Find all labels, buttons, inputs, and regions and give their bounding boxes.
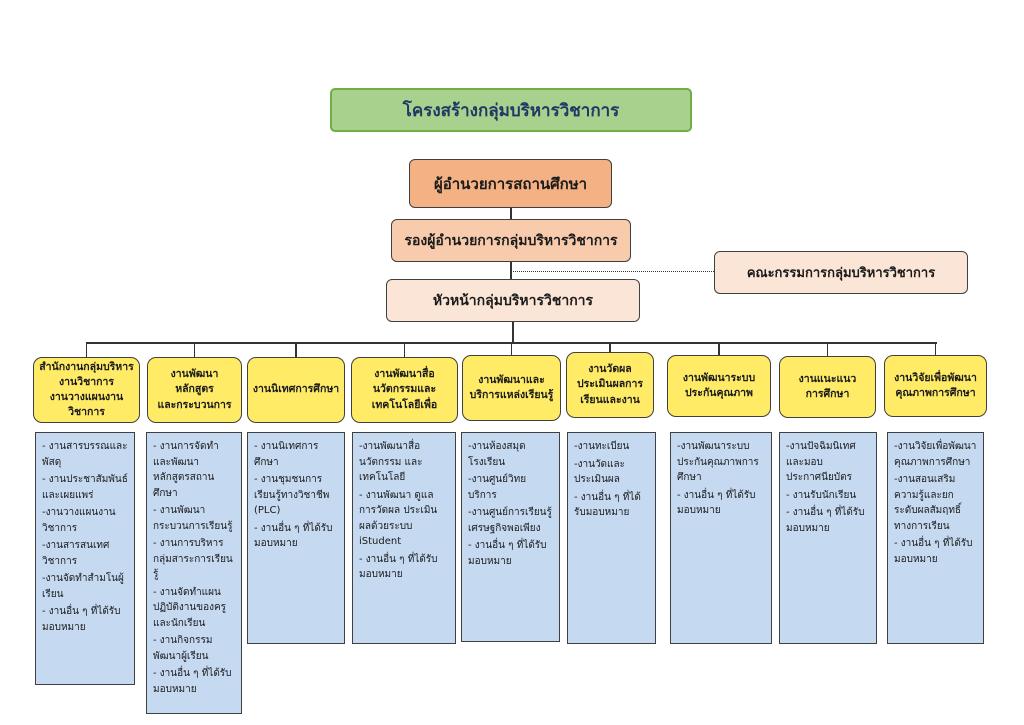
department-box: งานแนะแนว การศึกษา <box>779 356 876 418</box>
duty-item: - งานอื่น ๆ ที่ได้รับมอบหมาย <box>574 491 641 519</box>
deputy-director-box: รองผู้อำนวยการกลุ่มบริหารวิชาการ <box>391 219 631 262</box>
duty-item: - งานการจัดทำและพัฒนาหลักสูตรสถานศึกษา <box>153 441 219 499</box>
department-box: งานพัฒนาและ บริการแหล่งเรียนรู้ <box>462 355 561 421</box>
connector-department-drop <box>295 342 297 357</box>
duty-item: - งานนิเทศการศึกษา <box>254 441 319 468</box>
chart-title: โครงสร้างกลุ่มบริหารวิชาการ <box>330 88 692 132</box>
duty-item: - งานชุมชนการเรียนรู้ทางวิชาชีพ (PLC) <box>254 474 330 516</box>
connector-department-drop <box>403 342 406 357</box>
duty-item: - งานจัดทำแผนปฏิบัติงานของครูและนักเรียน <box>153 586 227 629</box>
duty-item: - งานสารบรรณและพัสดุ <box>42 441 128 468</box>
connector-head-down <box>512 322 514 343</box>
duties-box: - งานการจัดทำและพัฒนาหลักสูตรสถานศึกษา -… <box>146 432 242 714</box>
duty-item: - งานอื่น ๆ ที่ได้รับมอบหมาย <box>359 553 438 581</box>
duty-item: - งานการบริหารกลุ่มสาระการเรียนรู้ <box>153 538 233 580</box>
duty-item: -งานศูนย์การเรียนรู้เศรษฐกิจพอเพียง <box>468 507 552 534</box>
duty-item: - งานอื่น ๆ ที่ได้รับมอบหมาย <box>894 538 973 565</box>
duties-box: -งานปัจฉิมนิเทศและมอบประกาศนียบัตร - งาน… <box>779 432 877 644</box>
duty-item: - งานประชาสัมพันธ์และเผยแพร่ <box>42 474 128 501</box>
connector-department-drop <box>85 342 88 357</box>
duties-box: -งานทะเบียน -งานวัดและประเมินผล - งานอื่… <box>567 432 656 644</box>
connector-department-drop <box>193 342 196 357</box>
duty-item: -งานวางแผนงานวิชาการ <box>42 507 116 534</box>
academic-head-box: หัวหน้ากลุ่มบริหารวิชาการ <box>386 279 640 322</box>
duties-box: -งานพัฒนาสื่อนวัตกรรม และเทคโนโลยี - งาน… <box>352 432 456 644</box>
duty-item: -งานพัฒนาระบบประกันคุณภาพการศึกษา <box>677 441 759 483</box>
director-box: ผู้อำนวยการสถานศึกษา <box>409 159 612 208</box>
duty-item: - งานรับนักเรียน <box>786 489 857 501</box>
connector-committee <box>511 271 714 272</box>
duty-item: - งานอื่น ๆ ที่ได้รับมอบหมาย <box>153 668 232 695</box>
duties-box: -งานพัฒนาระบบประกันคุณภาพการศึกษา - งานอ… <box>670 432 772 644</box>
duty-item: - งานพัฒนา ดูแล การวัดผล ประเมินผลด้วยระ… <box>359 489 438 548</box>
connector-department-drop <box>934 342 937 355</box>
department-box: งานพัฒนา หลักสูตร และกระบวนการ <box>147 357 242 423</box>
duty-item: -งานพัฒนาสื่อนวัตกรรม และเทคโนโลยี <box>359 441 423 483</box>
duty-item: - งานอื่น ๆ ที่ได้รับมอบหมาย <box>677 489 756 517</box>
duties-box: - งานนิเทศการศึกษา - งานชุมชนการเรียนรู้… <box>247 432 345 644</box>
connector-department-drop <box>609 342 611 352</box>
duty-item: - งานพัฒนากระบวนการเรียนรู้ <box>153 505 233 532</box>
duties-box: -งานวิจัยเพื่อพัฒนาคุณภาพการศึกษา -งานสอ… <box>887 432 984 644</box>
duty-item: -งานวัดและประเมินผล <box>574 458 625 486</box>
duties-box: - งานสารบรรณและพัสดุ - งานประชาสัมพันธ์แ… <box>35 432 135 685</box>
duties-box: -งานห้องสมุดโรงเรียน -งานศูนย์วิทยบริการ… <box>461 432 560 642</box>
duty-item: -งานสอนเสริมความรู้และยกระดับผลสัมฤทธิ์ท… <box>894 474 962 532</box>
duty-item: - งานอื่น ๆ ที่ได้รับมอบหมาย <box>468 540 547 567</box>
duty-item: - งานอื่น ๆ ที่ได้รับมอบหมาย <box>786 507 865 534</box>
duty-item: -งานปัจฉิมนิเทศและมอบประกาศนียบัตร <box>786 441 856 483</box>
department-box: งานวัดผล ประเมินผลการ เรียนและงาน <box>566 352 654 418</box>
connector-deputy-head <box>510 262 512 279</box>
duty-item: -งานสารสนเทศวิชาการ <box>42 540 110 567</box>
connector-department-drop <box>826 342 829 356</box>
duty-item: - งานกิจกรรมพัฒนาผู้เรียน <box>153 635 213 662</box>
connector-department-drop <box>510 342 513 355</box>
duty-item: -งานห้องสมุดโรงเรียน <box>468 441 526 468</box>
duty-item: -งานจัดทำสำมโนผู้เรียน <box>42 573 124 600</box>
committee-box: คณะกรรมการกลุ่มบริหารวิชาการ <box>714 251 968 294</box>
connector-director-deputy <box>510 208 512 219</box>
duty-item: -งานศูนย์วิทยบริการ <box>468 474 527 501</box>
department-box: สำนักงานกลุ่มบริหาร งานวิชาการ งานวางแผน… <box>33 357 140 423</box>
connector-department-drop <box>718 342 720 355</box>
duty-item: -งานทะเบียน <box>574 441 630 452</box>
department-box: งานนิเทศการศึกษา <box>247 357 345 423</box>
duty-item: - งานอื่น ๆ ที่ได้รับมอบหมาย <box>42 606 121 633</box>
duty-item: -งานวิจัยเพื่อพัฒนาคุณภาพการศึกษา <box>894 441 977 468</box>
department-box: งานพัฒนาระบบ ประกันคุณภาพ <box>667 355 771 417</box>
duty-item: - งานอื่น ๆ ที่ได้รับมอบหมาย <box>254 522 333 550</box>
department-box: งานพัฒนาสื่อ นวัตกรรมและ เทคโนโลยีเพื่อ <box>351 357 458 423</box>
department-box: งานวิจัยเพื่อพัฒนา คุณภาพการศึกษา <box>884 355 987 417</box>
